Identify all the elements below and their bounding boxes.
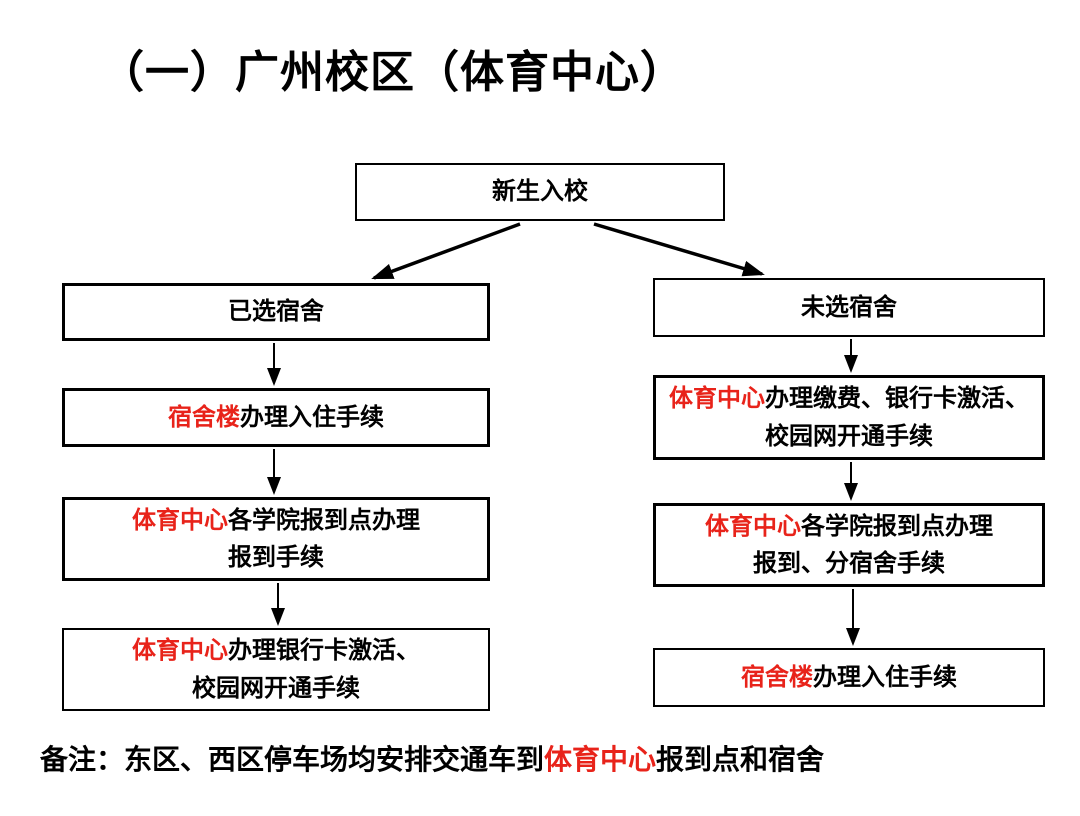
footnote: 备注：东区、西区停车场均安排交通车到体育中心报到点和宿舍 (40, 738, 824, 778)
footnote-prefix: 备注：东区、西区停车场均安排交通车到 (40, 744, 545, 775)
box-highlight: 体育中心 (669, 385, 765, 413)
flow-box-left-selected-dorm: 已选宿舍 (62, 283, 490, 341)
box-text: 各学院报到点办理 (801, 512, 993, 540)
box-text: 办理银行卡激活、 (228, 637, 420, 665)
box-text: 办理入住手续 (813, 663, 957, 691)
footnote-highlight: 体育中心 (544, 744, 657, 775)
flow-box-left-bankcard-network: 体育中心办理银行卡激活、 校园网开通手续 (62, 628, 490, 711)
page-title: （一）广州校区（体育中心） (100, 48, 685, 97)
box-text: 各学院报到点办理 (228, 506, 420, 534)
flow-box-start: 新生入校 (355, 163, 725, 221)
box-highlight: 宿舍楼 (168, 403, 240, 431)
flow-box-left-registration: 体育中心各学院报到点办理 报到手续 (62, 497, 490, 581)
arrow-start-to-left (371, 222, 521, 280)
footnote-suffix: 报到点和宿舍 (656, 744, 825, 775)
flow-box-left-dorm-checkin: 宿舍楼办理入住手续 (62, 388, 490, 447)
flow-box-start-label: 新生入校 (492, 178, 588, 206)
box-highlight: 体育中心 (132, 506, 228, 534)
flow-box-right-dorm-checkin: 宿舍楼办理入住手续 (653, 648, 1045, 707)
arrow-start-to-right (593, 222, 765, 277)
flow-box-right-payment-bankcard: 体育中心办理缴费、银行卡激活、 校园网开通手续 (653, 375, 1045, 460)
box-text-line2: 报到、分宿舍手续 (753, 550, 945, 577)
box-highlight: 宿舍楼 (741, 663, 813, 691)
box-text-line2: 报到手续 (228, 544, 324, 571)
box-highlight: 体育中心 (132, 637, 228, 665)
flow-box-right-registration: 体育中心各学院报到点办理 报到、分宿舍手续 (653, 503, 1045, 587)
box-text: 未选宿舍 (801, 293, 897, 321)
box-highlight: 体育中心 (705, 512, 801, 540)
flow-box-right-no-dorm: 未选宿舍 (653, 278, 1045, 337)
box-text: 办理缴费、银行卡激活、 (765, 385, 1029, 413)
box-text: 办理入住手续 (240, 403, 384, 431)
box-text: 已选宿舍 (228, 298, 324, 326)
box-text-line2: 校园网开通手续 (192, 674, 360, 702)
box-text-line2: 校园网开通手续 (765, 422, 933, 450)
